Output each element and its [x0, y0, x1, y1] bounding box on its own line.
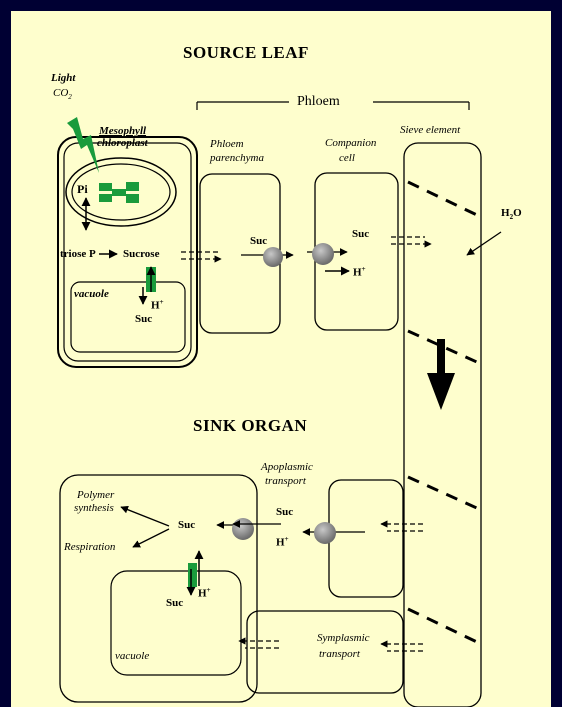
- companion-label-2: cell: [339, 153, 355, 164]
- mesophyll-label: Mesophyll: [99, 126, 146, 137]
- sieve-plates: [408, 182, 479, 643]
- phloem-label: Phloem: [297, 95, 340, 109]
- companion-label-1: Companion: [325, 138, 376, 149]
- respiration-label: Respiration: [64, 542, 115, 553]
- polymer-label-2: synthesis: [74, 503, 114, 514]
- companion-suc-label: Suc: [352, 229, 369, 240]
- diagram-graphics: [11, 11, 551, 707]
- symplastic-label-1: Symplasmic: [317, 633, 370, 644]
- parenchyma-suc-label: Suc: [250, 236, 267, 247]
- sink-suc-label: Suc: [178, 520, 195, 531]
- symplastic-label-2: transport: [319, 649, 360, 660]
- apoplastic-label-2: transport: [265, 476, 306, 487]
- triose-label: triose P: [60, 249, 96, 260]
- source-leaf-heading: SOURCE LEAF: [183, 44, 309, 61]
- parenchyma-label-1: Phloem: [210, 139, 244, 150]
- parenchyma-carrier-icon: [263, 247, 283, 267]
- sieve-element-label: Sieve element: [400, 125, 460, 136]
- diagram-panel: SOURCE LEAF SINK ORGAN Light CO2 Phloem …: [11, 11, 551, 707]
- apoplastic-label-1: Apoplasmic: [261, 462, 313, 473]
- parenchyma-label-2: parenchyma: [210, 153, 264, 164]
- chloroplast-transporter-icon: [99, 182, 139, 203]
- sink-organ-heading: SINK ORGAN: [193, 417, 307, 434]
- apoplast-suc-label: Suc: [276, 507, 293, 518]
- companion-carrier-icon: [312, 243, 334, 265]
- sink-vacuole-h-label: H+: [198, 587, 211, 600]
- light-label: Light: [51, 73, 75, 84]
- pi-label: Pi: [77, 183, 88, 195]
- vacuole-source-label: vacuole: [74, 289, 109, 300]
- sink-vacuole-suc-label: Suc: [166, 598, 183, 609]
- apoplast-h-label: H+: [276, 536, 289, 549]
- h2o-label: H2O: [501, 208, 522, 221]
- sieve-element: [404, 143, 481, 707]
- apoplast-carrier-icon: [314, 522, 336, 544]
- polymer-label-1: Polymer: [77, 490, 114, 501]
- vacuole-suc-label: Suc: [135, 314, 152, 325]
- co2-label: CO2: [53, 88, 72, 101]
- sink-carrier-icon: [232, 518, 254, 540]
- companion-h-label: H+: [353, 266, 366, 279]
- vacuole-h-label: H+: [151, 299, 164, 312]
- sink-vacuole-transporter-icon: [188, 563, 197, 587]
- apoplast-cell: [329, 480, 403, 597]
- chloroplast-label: chloroplast: [97, 138, 148, 149]
- vacuole-sink-label: vacuole: [115, 651, 149, 662]
- sucrose-label: Sucrose: [123, 249, 159, 260]
